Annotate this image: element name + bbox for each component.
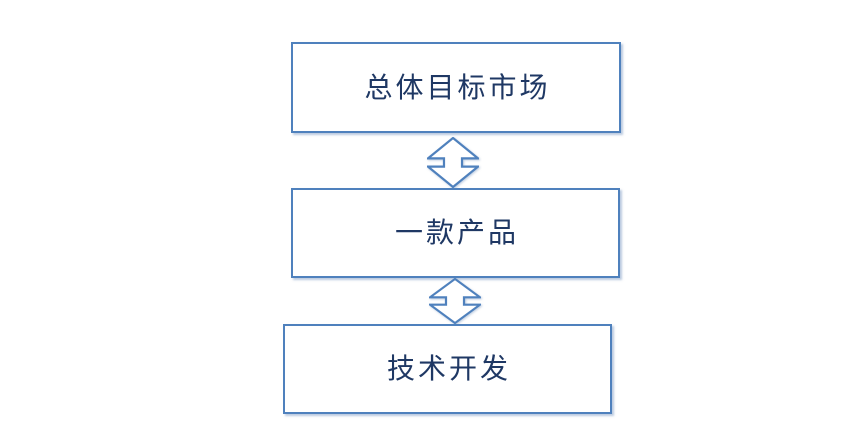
node-technology-development: 技术开发 bbox=[283, 324, 612, 414]
node-label-technology-development: 技术开发 bbox=[386, 353, 511, 384]
double-arrow-connector-bottom bbox=[429, 278, 481, 324]
node-label-product: 一款产品 bbox=[394, 217, 519, 248]
node-overall-target-market: 总体目标市场 bbox=[291, 42, 621, 133]
node-product: 一款产品 bbox=[291, 188, 620, 278]
double-arrow-connector-top bbox=[427, 137, 479, 188]
node-label-overall-target-market: 总体目标市场 bbox=[364, 71, 551, 103]
up-down-arrow-icon bbox=[427, 137, 479, 188]
up-down-arrow-icon bbox=[429, 278, 481, 324]
